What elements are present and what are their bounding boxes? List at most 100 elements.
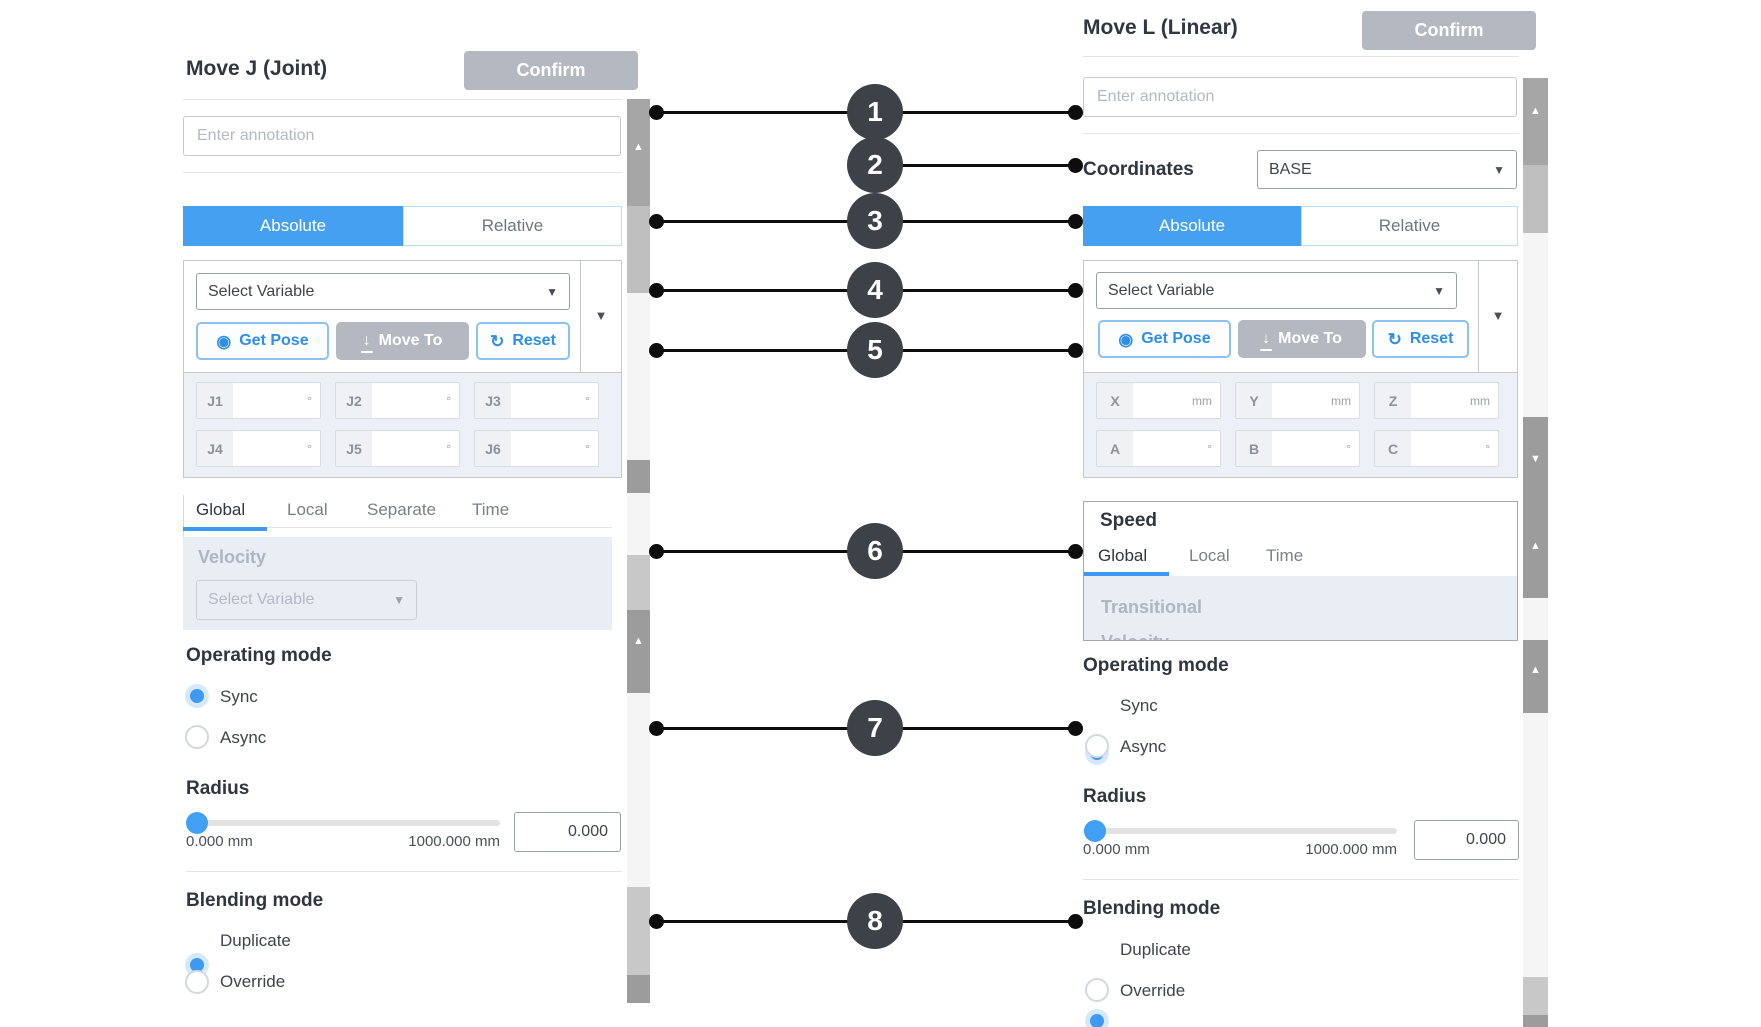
scrollbar-thumb[interactable] [627, 555, 650, 610]
movel-annotation-input[interactable] [1083, 77, 1517, 117]
callout-circle-3: 3 [847, 193, 903, 249]
movel-panel-title: Move L (Linear) [1083, 16, 1238, 39]
scroll-up-icon[interactable]: ▲ [633, 141, 644, 153]
scrollbar-thumb[interactable] [627, 206, 650, 293]
pose-field-a[interactable]: A ° [1096, 430, 1221, 467]
movel-radius-slider-thumb[interactable] [1084, 820, 1106, 842]
movel-speed-tab-global[interactable]: Global [1098, 546, 1148, 565]
movej-tab-absolute[interactable]: Absolute [183, 206, 403, 246]
callout-circle-1: 1 [847, 84, 903, 140]
movej-collapse-caret-icon[interactable]: ▼ [594, 308, 608, 323]
movel-async-radio[interactable] [1085, 734, 1109, 758]
field-input[interactable] [233, 383, 307, 418]
scrollbar-thumb[interactable] [1523, 78, 1548, 165]
async-label: Async [220, 728, 267, 747]
callout-dot [1068, 105, 1083, 120]
movel-radius-value-input[interactable] [1414, 820, 1519, 860]
scroll-up-icon[interactable]: ▲ [1530, 664, 1541, 676]
movej-tab-relative[interactable]: Relative [403, 206, 622, 246]
scrollbar-thumb[interactable] [627, 460, 650, 493]
movel-move-to-button[interactable]: ↓ Move To [1238, 320, 1366, 358]
movel-get-pose-button[interactable]: ◉ Get Pose [1098, 320, 1231, 358]
scrollbar-thumb[interactable] [627, 887, 650, 975]
field-input[interactable] [1272, 431, 1346, 466]
movel-duplicate-radio[interactable] [1085, 1009, 1109, 1027]
movej-radius-value-input[interactable] [514, 812, 621, 852]
scrollbar-thumb[interactable] [627, 610, 650, 693]
scrollbar-thumb[interactable] [1523, 417, 1548, 598]
pose-field-y[interactable]: Y mm [1235, 382, 1360, 419]
movej-get-pose-button[interactable]: ◉ Get Pose [196, 322, 329, 360]
movej-velocity-select[interactable]: Select Variable ▼ [196, 580, 417, 620]
movej-speed-tab-local[interactable]: Local [287, 500, 328, 519]
movel-radius-heading: Radius [1083, 786, 1147, 807]
movel-variable-select[interactable]: Select Variable ▼ [1096, 272, 1457, 309]
pose-field-b[interactable]: B ° [1235, 430, 1360, 467]
movej-variable-select[interactable]: Select Variable ▼ [196, 273, 570, 310]
movel-speed-tab-time[interactable]: Time [1266, 546, 1304, 565]
movel-radius-slider-track[interactable] [1083, 828, 1397, 834]
movej-confirm-button[interactable]: Confirm [464, 51, 638, 90]
field-input[interactable] [1411, 383, 1470, 418]
movej-speed-tab-time[interactable]: Time [472, 500, 510, 519]
joint-field-j1[interactable]: J1 ° [196, 382, 321, 419]
scrollbar-thumb[interactable] [1523, 1015, 1548, 1027]
pose-field-x[interactable]: X mm [1096, 382, 1221, 419]
joint-field-j6[interactable]: J6 ° [474, 430, 599, 467]
right-scrollbar[interactable]: ▲ ▼ ▲ ▲ [1523, 78, 1548, 1027]
movej-speed-tab-global[interactable]: Global [196, 500, 246, 519]
movej-move-to-button[interactable]: ↓ Move To [336, 322, 469, 360]
pose-field-c[interactable]: C ° [1374, 430, 1499, 467]
scrollbar-thumb[interactable] [1523, 977, 1548, 1015]
radius-max-label: 1000.000 mm [1305, 841, 1397, 858]
movej-reset-button[interactable]: ↻ Reset [476, 322, 570, 360]
movel-override-radio[interactable] [1085, 978, 1109, 1002]
movel-confirm-button[interactable]: Confirm [1362, 11, 1536, 50]
movel-reset-button[interactable]: ↻ Reset [1372, 320, 1469, 358]
pose-field-z[interactable]: Z mm [1374, 382, 1499, 419]
override-label: Override [220, 972, 286, 991]
joint-field-j5[interactable]: J5 ° [335, 430, 460, 467]
movej-radius-slider-thumb[interactable] [186, 812, 208, 834]
callout-dot [649, 721, 664, 736]
movej-override-radio[interactable] [185, 970, 209, 994]
movel-coordinates-select[interactable]: BASE ▼ [1257, 150, 1517, 189]
radius-min-label: 0.000 mm [1083, 841, 1150, 858]
sync-label: Sync [1120, 696, 1158, 715]
field-input[interactable] [372, 383, 446, 418]
scroll-up-icon[interactable]: ▲ [1530, 105, 1541, 117]
field-input[interactable] [511, 431, 585, 466]
field-input[interactable] [372, 431, 446, 466]
field-input[interactable] [1411, 431, 1485, 466]
movel-tab-relative[interactable]: Relative [1301, 206, 1518, 246]
field-input[interactable] [1133, 383, 1192, 418]
movej-speed-tabs [183, 495, 612, 528]
divider [183, 99, 622, 100]
movej-annotation-input[interactable] [183, 116, 621, 156]
left-scrollbar[interactable]: ▲ ▲ [627, 99, 650, 1003]
movej-async-radio[interactable] [185, 725, 209, 749]
scrollbar-thumb[interactable] [1523, 640, 1548, 713]
callout-dot [649, 914, 664, 929]
movej-sync-radio[interactable] [185, 684, 209, 708]
field-input[interactable] [233, 431, 307, 466]
movel-speed-tab-local[interactable]: Local [1189, 546, 1230, 565]
movel-collapse-caret-icon[interactable]: ▼ [1491, 308, 1505, 323]
movej-speed-tab-separate[interactable]: Separate [367, 500, 436, 519]
movej-radius-slider-track[interactable] [186, 820, 500, 826]
field-input[interactable] [1133, 431, 1207, 466]
movel-tab-absolute[interactable]: Absolute [1083, 206, 1301, 246]
joint-field-j2[interactable]: J2 ° [335, 382, 460, 419]
scroll-up-icon[interactable]: ▲ [633, 635, 644, 647]
joint-field-j4[interactable]: J4 ° [196, 430, 321, 467]
field-input[interactable] [1272, 383, 1331, 418]
scroll-down-icon[interactable]: ▼ [1530, 453, 1541, 465]
joint-field-j3[interactable]: J3 ° [474, 382, 599, 419]
scrollbar-thumb[interactable] [627, 99, 650, 206]
scrollbar-thumb[interactable] [1523, 165, 1548, 233]
override-label: Override [1120, 981, 1186, 1000]
callout-dot [649, 105, 664, 120]
field-input[interactable] [511, 383, 585, 418]
scroll-up-icon[interactable]: ▲ [1530, 540, 1541, 552]
scrollbar-thumb[interactable] [627, 975, 650, 1003]
